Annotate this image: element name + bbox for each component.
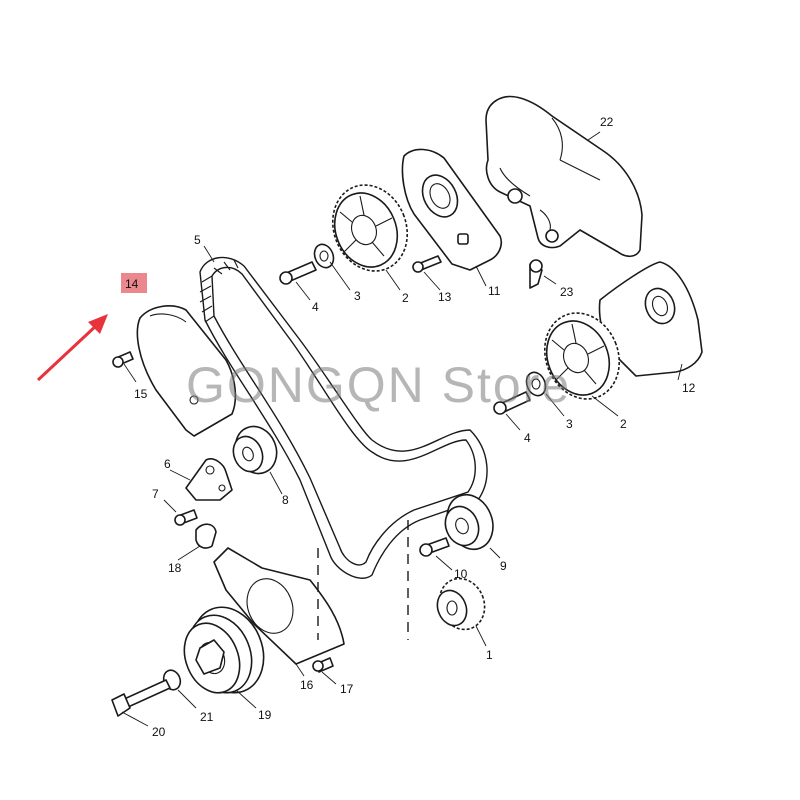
highlight-arrow-head — [88, 314, 108, 334]
callout-labels: 5 4 3 2 13 11 22 23 15 6 7 8 18 12 3 4 2… — [134, 115, 696, 739]
front-right-cover — [598, 261, 703, 377]
callout-11: 11 — [488, 284, 501, 298]
alignment-lines — [317, 520, 409, 640]
callout-5: 5 — [194, 233, 201, 247]
timing-belt — [199, 256, 488, 579]
callout-7: 7 — [152, 487, 159, 501]
idler-pulley — [419, 493, 494, 557]
callout-4-upper: 4 — [312, 300, 319, 314]
tensioner-bracket — [174, 458, 233, 549]
sprocket-hub-upper — [279, 243, 335, 285]
callout-12: 12 — [682, 381, 696, 395]
callout-2-upper: 2 — [402, 291, 409, 305]
callout-13: 13 — [438, 290, 452, 304]
callout-14: 14 — [125, 277, 139, 291]
callout-9: 9 — [500, 559, 507, 573]
callout-19: 19 — [258, 708, 272, 722]
watermark-text: GONGQN Store — [186, 357, 571, 413]
front-upper-timing-cover — [112, 305, 237, 437]
callout-23: 23 — [560, 285, 574, 299]
callout-3-upper: 3 — [354, 289, 361, 303]
callout-3-lower: 3 — [566, 417, 573, 431]
callout-18: 18 — [168, 561, 182, 575]
callout-8: 8 — [282, 493, 289, 507]
callout-15: 15 — [134, 387, 148, 401]
belt-tensioner — [232, 425, 278, 475]
rear-timing-cover — [485, 95, 643, 258]
callout-4-lower: 4 — [524, 431, 531, 445]
callout-2-lower: 2 — [620, 417, 627, 431]
crankshaft-sprocket — [436, 577, 486, 631]
highlight-marker: 14 — [36, 273, 147, 382]
pulley-washer-and-bolt — [111, 669, 182, 717]
callout-1: 1 — [486, 648, 493, 662]
highlight-label-box — [121, 273, 147, 293]
camshaft-sprocket-lower — [543, 312, 621, 400]
callout-22: 22 — [600, 115, 614, 129]
callout-10: 10 — [454, 567, 468, 581]
sprocket-hub-lower — [493, 371, 547, 415]
camshaft-cover-plate — [401, 148, 503, 273]
leader-lines — [121, 131, 683, 727]
highlight-arrow-line — [36, 322, 100, 382]
cover-bolt — [529, 259, 543, 289]
callout-17: 17 — [340, 682, 354, 696]
crankshaft-pulley — [183, 606, 265, 694]
callout-20: 20 — [152, 725, 166, 739]
callout-21: 21 — [200, 710, 214, 724]
callout-6: 6 — [164, 457, 171, 471]
camshaft-sprocket-upper — [331, 184, 409, 272]
callout-16: 16 — [300, 678, 314, 692]
